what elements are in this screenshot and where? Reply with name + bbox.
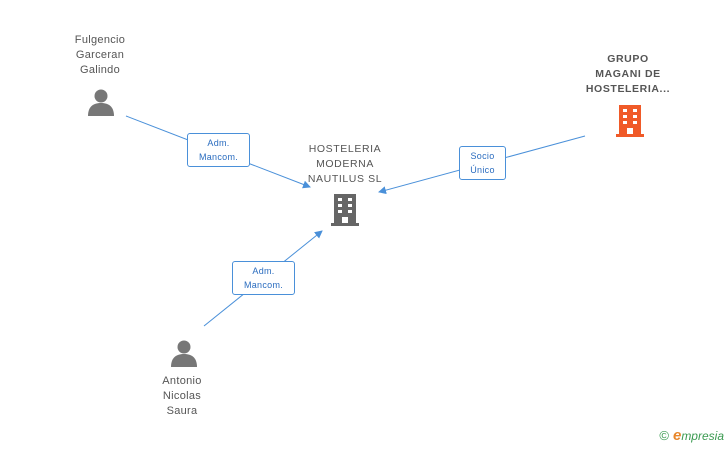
company-main-name-line: GRUPO: [607, 53, 649, 65]
building-icon[interactable]: [615, 104, 645, 138]
person-top-name-line: Galindo: [79, 64, 120, 76]
edge-label-top[interactable]: Adm. Mancom.: [187, 133, 250, 167]
building-icon[interactable]: [330, 193, 360, 227]
person-bottom-name-line: Saura: [166, 405, 198, 417]
company-center-name[interactable]: HOSTELERIA MODERNA NAUTILUS SL: [290, 142, 400, 187]
brand-name: mpresia: [681, 429, 724, 443]
company-main-name-line: MAGANI DE: [595, 68, 661, 80]
edge-label-line: Único: [470, 165, 495, 175]
edge-label-right[interactable]: Socio Único: [459, 146, 506, 180]
copyright-symbol: ©: [659, 428, 669, 443]
edge-label-line: Mancom.: [198, 152, 239, 162]
company-center-name-line: HOSTELERIA: [308, 143, 382, 155]
person-icon[interactable]: [86, 88, 116, 118]
edge-label-bottom[interactable]: Adm. Mancom.: [232, 261, 295, 295]
person-icon[interactable]: [169, 339, 199, 369]
person-bottom-name-line: Antonio: [162, 375, 202, 387]
company-center-name-line: MODERNA: [316, 158, 374, 170]
edge-label-line: Socio: [470, 151, 495, 161]
person-top-name[interactable]: Fulgencio Garceran Galindo: [58, 33, 142, 78]
brand-logo: ©empresia: [659, 427, 724, 444]
company-main-name[interactable]: GRUPO MAGANI DE HOSTELERIA...: [570, 52, 686, 97]
person-bottom-name-line: Nicolas: [162, 390, 202, 402]
person-top-name-line: Fulgencio: [74, 34, 126, 46]
edge-label-line: Adm.: [207, 138, 230, 148]
company-main-name-line: HOSTELERIA...: [585, 83, 671, 95]
edge-label-line: Adm.: [252, 266, 275, 276]
brand-initial: e: [672, 427, 682, 444]
company-center-name-line: NAUTILUS SL: [307, 173, 383, 185]
person-top-name-line: Garceran: [75, 49, 125, 61]
edge-label-line: Mancom.: [243, 280, 284, 290]
person-bottom-name[interactable]: Antonio Nicolas Saura: [140, 374, 224, 419]
